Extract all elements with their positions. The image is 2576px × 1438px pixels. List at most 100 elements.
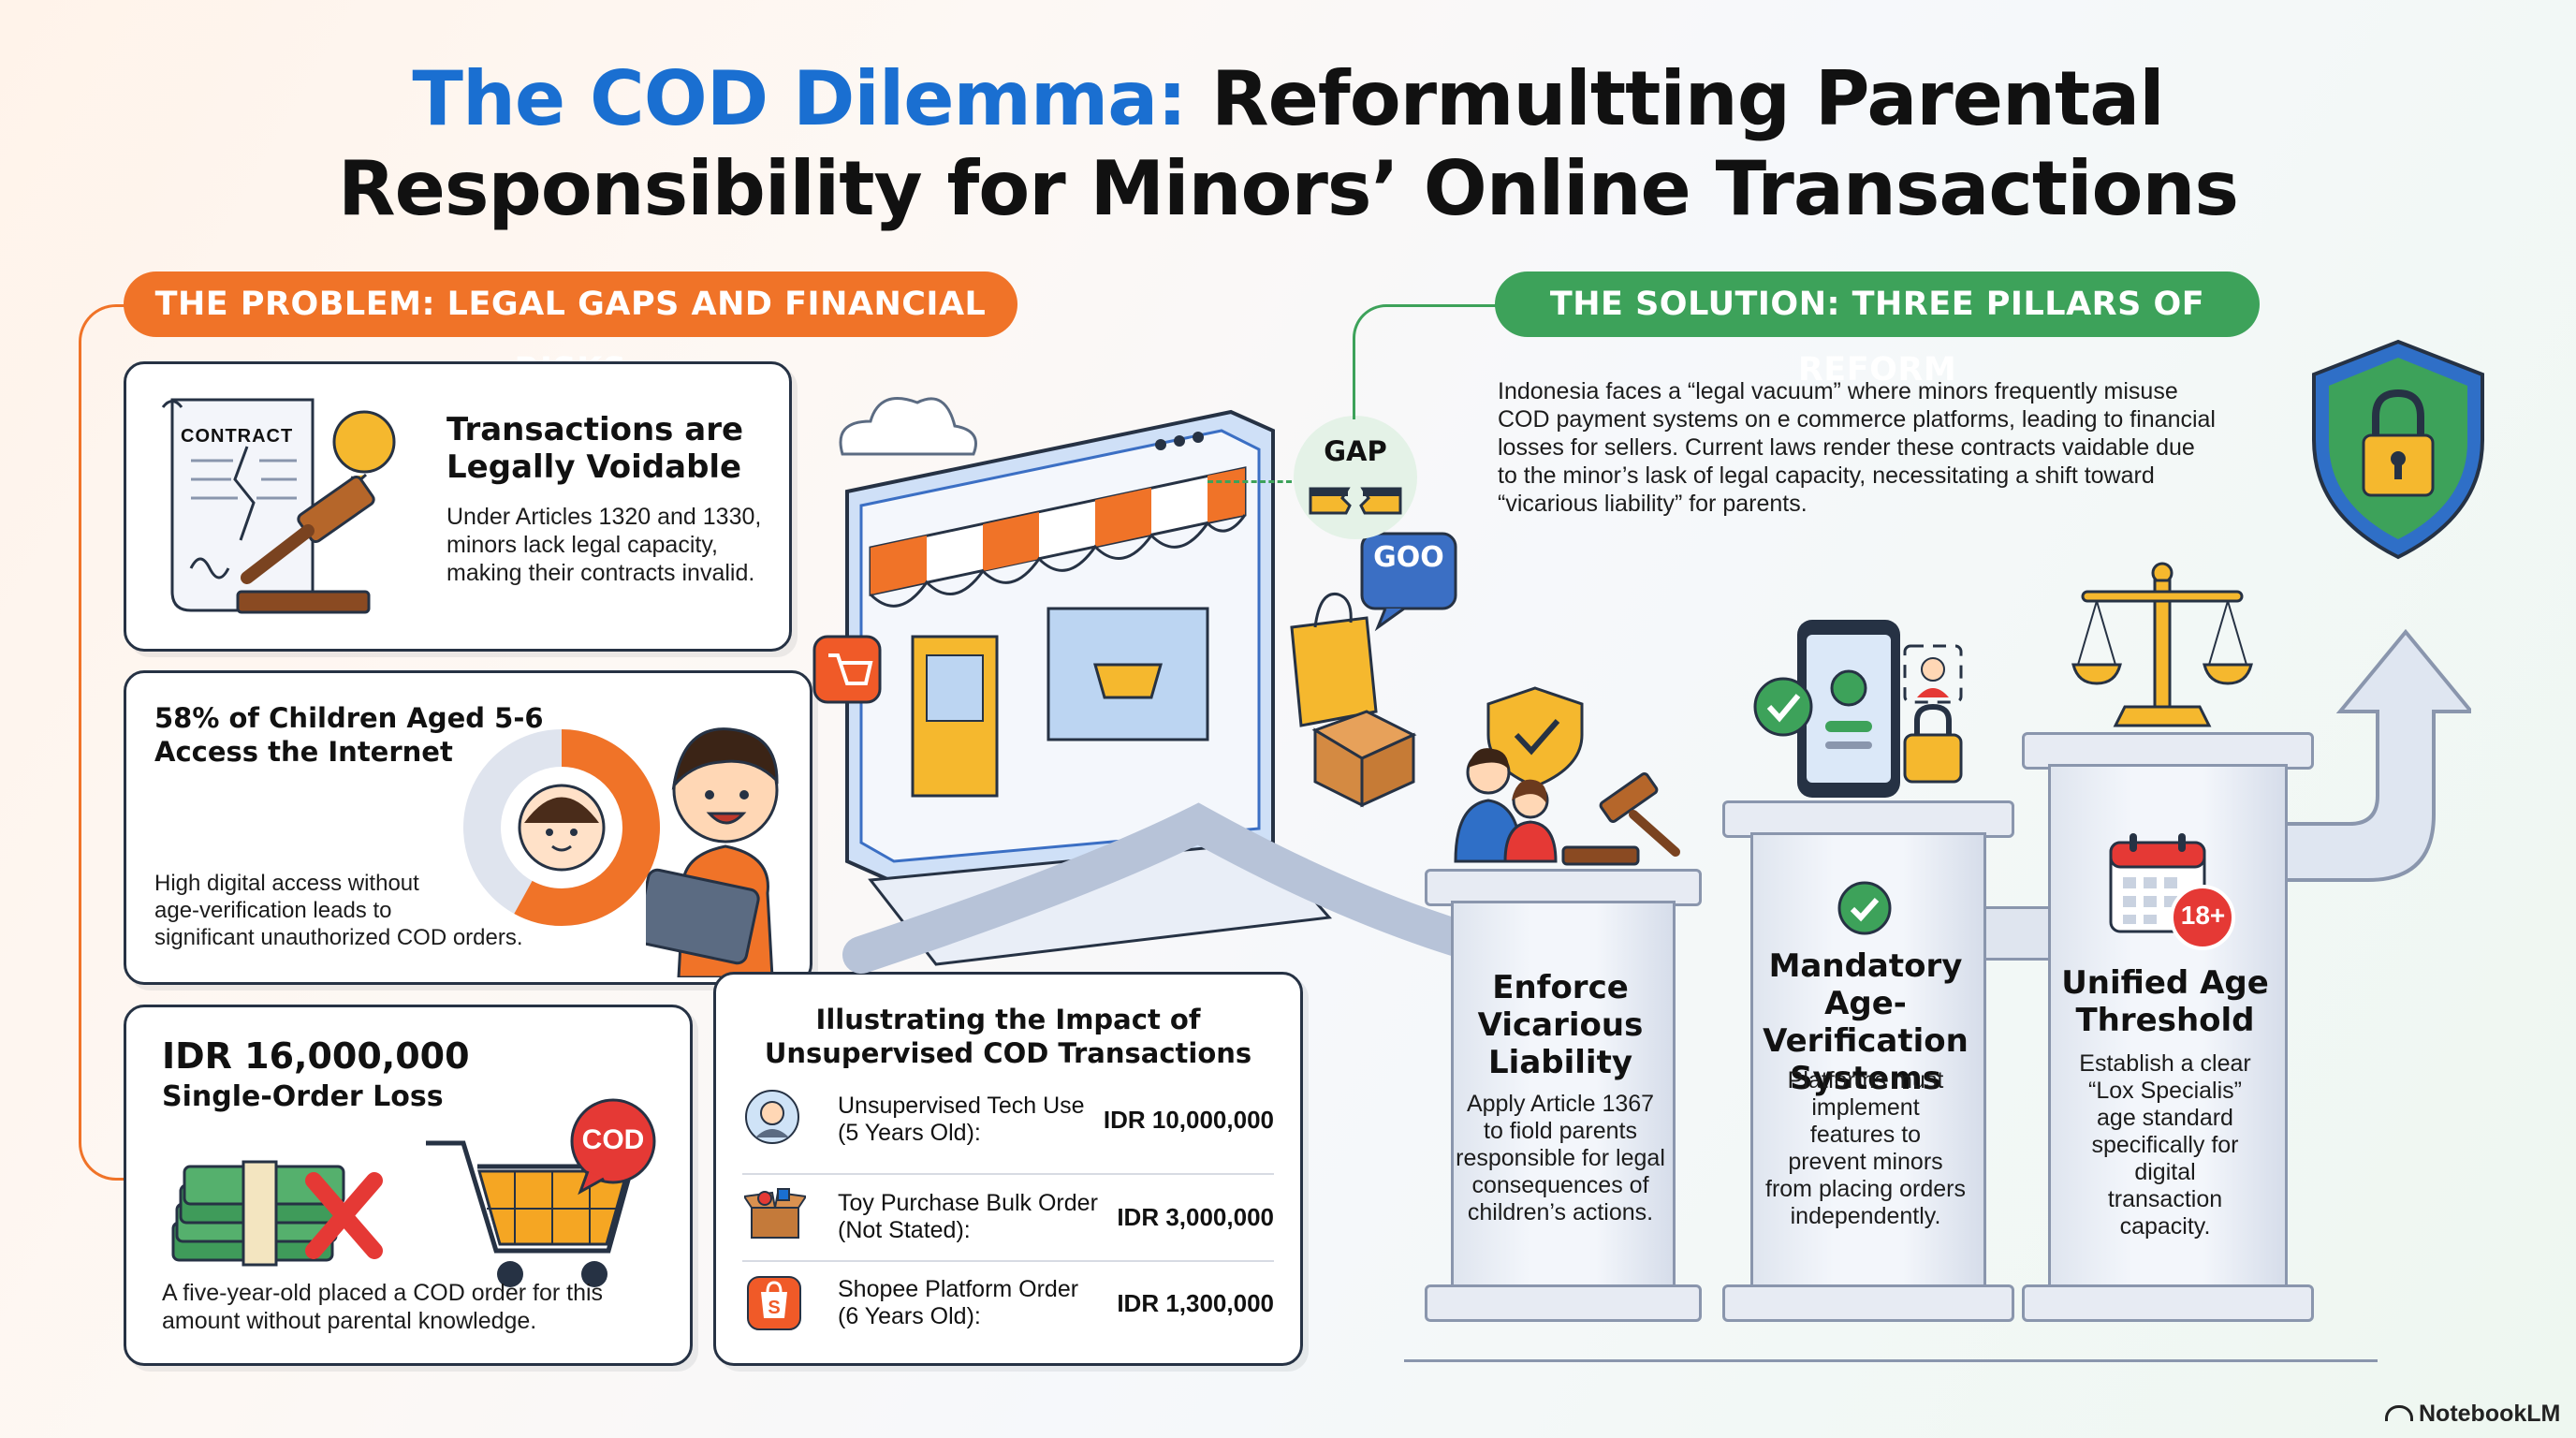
row-divider <box>742 1260 1274 1262</box>
solution-pill: THE SOLUTION: THREE PILLARS OF REFORM <box>1495 271 2260 389</box>
card3-body-line2: amount without parental knowledge. <box>162 1308 537 1334</box>
child-avatar-icon <box>745 1090 799 1144</box>
solution-intro-line5: “vicarious liability” for parents. <box>1498 491 1808 517</box>
pillar-3-body-line6: transaction <box>2107 1186 2223 1212</box>
impact-row-1-label: Unsupervised Tech Use (5 Years Old): <box>838 1093 1085 1147</box>
pillar-3-body-line7: capacity. <box>2119 1213 2211 1240</box>
title-highlight: The COD Dilemma: <box>412 55 1187 142</box>
toy-box-icon <box>744 1188 806 1239</box>
card2-body-line2: age-verification leads to <box>154 898 392 923</box>
loss-amount: IDR 16,000,000 <box>162 1035 470 1077</box>
pillar-3-body-line5: digital <box>2134 1159 2196 1185</box>
card1-title: Transactions are Legally Voidable <box>446 411 743 486</box>
pillar-1-body-line3: responsible for legal <box>1456 1145 1665 1171</box>
row-divider <box>742 1173 1274 1175</box>
cloud-icon <box>839 397 977 456</box>
pillar-3-body-line1: Establish a clear <box>2079 1050 2251 1077</box>
storefront-monitor <box>845 409 1333 966</box>
pillar-1-title-line1: Enforce <box>1492 969 1629 1006</box>
pillar-2-title-line1: Mandatory <box>1768 947 1963 985</box>
pillar-1-title-line3: Liability <box>1488 1044 1632 1081</box>
card3-body: A five-year-old placed a COD order for t… <box>162 1279 603 1335</box>
card2-title-line2: Access the Internet <box>154 736 453 768</box>
pillar-2-title-line2: Age-Verification <box>1763 985 1969 1060</box>
pillar-1-body-line1: Apply Article 1367 <box>1466 1091 1655 1117</box>
impact-row-2-label: Toy Purchase Bulk Order (Not Stated): <box>838 1190 1098 1244</box>
notebooklm-brand: NotebookLM <box>2385 1401 2560 1428</box>
cross-icon <box>305 1172 383 1259</box>
solution-intro-line2: COD payment systems on e commerce platfo… <box>1498 406 2216 433</box>
pillar-2-title: Mandatory Age-Verification Systems <box>1741 947 1990 1097</box>
impact-title: Illustrating the Impact of Unsupervised … <box>716 1003 1300 1070</box>
pillar-3-body-line4: specifically for <box>2091 1132 2239 1158</box>
problem-bracket <box>79 304 126 1181</box>
contract-gavel-icon <box>161 398 396 614</box>
notebooklm-logo-icon <box>2385 1405 2413 1421</box>
card2-title: 58% of Children Aged 5-6 Access the Inte… <box>154 701 544 769</box>
card1-title-line2: Legally Voidable <box>446 448 742 486</box>
pillar-1-body: Apply Article 1367 to fiold parents resp… <box>1446 1091 1675 1226</box>
pillar-2-body-line6: independently. <box>1790 1203 1941 1229</box>
shield-lock-icon <box>2312 339 2484 560</box>
legally-voidable-card: CONTRACT Transactions are Legally Voidab… <box>124 361 792 652</box>
donut-chart <box>463 729 660 926</box>
pillar-1-title: Enforce Vicarious Liability <box>1442 969 1679 1081</box>
pillar-2-body-line3: features to <box>1809 1122 1922 1148</box>
ground-line <box>1404 1359 2378 1362</box>
pillar-3-title-line1: Unified Age <box>2061 964 2269 1002</box>
card1-title-line1: Transactions are <box>446 411 744 448</box>
bubble-label: GOO <box>1373 541 1444 574</box>
family-gavel-icon <box>1454 686 1680 866</box>
impact-card: Illustrating the Impact of Unsupervised … <box>713 972 1303 1366</box>
cod-badge-label: COD <box>581 1124 645 1155</box>
pillar-3-body-line3: age standard <box>2097 1105 2233 1131</box>
pillar-1-body-line2: to fiold parents <box>1484 1118 1637 1144</box>
online-store-illustration <box>812 397 1516 974</box>
card1-body: Under Articles 1320 and 1330, minors lac… <box>446 503 761 587</box>
solution-intro-line3: losses for sellers. Current laws render … <box>1498 434 2195 461</box>
impact-row-2-label-line2: (Not Stated): <box>838 1217 971 1243</box>
pillar-3-body-line2: “Lox Specialis” <box>2088 1078 2242 1104</box>
card1-body-line3: making their contracts invalid. <box>446 560 755 586</box>
money-stack-icon <box>171 1160 383 1267</box>
title-line2: Responsibility for Minors’ Online Transa… <box>337 145 2239 232</box>
impact-row-3-label-line2: (6 Years Old): <box>838 1303 981 1329</box>
boy-with-tablet-icon <box>646 727 779 977</box>
shopping-bag-icon <box>1290 616 1378 727</box>
cod-badge <box>570 1098 656 1184</box>
title-line1: Reformultting Parental <box>1186 55 2165 142</box>
phone-verification-icon <box>1753 620 1963 798</box>
brand-label: NotebookLM <box>2419 1401 2561 1427</box>
check-icon <box>1837 881 1892 935</box>
impact-title-line1: Illustrating the Impact of <box>815 1004 1201 1035</box>
internet-access-card: 58% of Children Aged 5-6 Access the Inte… <box>124 670 812 985</box>
page-title: The COD Dilemma: Reformultting Parental … <box>0 54 2576 234</box>
impact-title-line2: Unsupervised COD Transactions <box>764 1037 1252 1069</box>
scales-of-justice-icon <box>2071 562 2253 727</box>
road-path <box>842 802 1516 974</box>
solution-intro-line4: to the minor’s lask of legal capacity, n… <box>1498 462 2155 489</box>
speech-bubble <box>1360 532 1457 610</box>
pillar-1-body-line5: children’s actions. <box>1467 1199 1654 1225</box>
solution-intro: Indonesia faces a “legal vacuum” where m… <box>1498 377 2303 518</box>
card3-body-line1: A five-year-old placed a COD order for t… <box>162 1280 604 1306</box>
pillar-3-base <box>2022 1284 2314 1322</box>
card2-body-line1: High digital access without <box>154 871 419 896</box>
pillar-1-title-line2: Vicarious <box>1477 1006 1644 1044</box>
card2-body: High digital access without age-verifica… <box>154 870 523 951</box>
card2-title-line1: 58% of Children Aged 5-6 <box>154 702 544 734</box>
impact-row-1-label-line2: (5 Years Old): <box>838 1120 981 1146</box>
gap-label: GAP <box>1324 435 1387 467</box>
solution-connector <box>1353 304 1498 419</box>
solution-intro-line1: Indonesia faces a “legal vacuum” where m… <box>1498 378 2178 404</box>
pillar-2-body-line4: prevent minors <box>1788 1149 1943 1175</box>
card1-body-line1: Under Articles 1320 and 1330, <box>446 504 762 530</box>
pillar-2-body-line1: Platforms must <box>1787 1067 1944 1093</box>
pillar-2-body: Platforms must implement features to pre… <box>1746 1067 1985 1230</box>
age-badge-label: 18+ <box>2180 901 2226 930</box>
age-badge <box>2170 885 2235 950</box>
impact-row-3-label-line1: Shopee Platform Order <box>838 1276 1079 1302</box>
shopping-cart-icon <box>426 1098 656 1287</box>
calendar-icon <box>2109 833 2235 950</box>
problem-pill: THE PROBLEM: LEGAL GAPS AND FINANCIAL RI… <box>124 271 1017 389</box>
